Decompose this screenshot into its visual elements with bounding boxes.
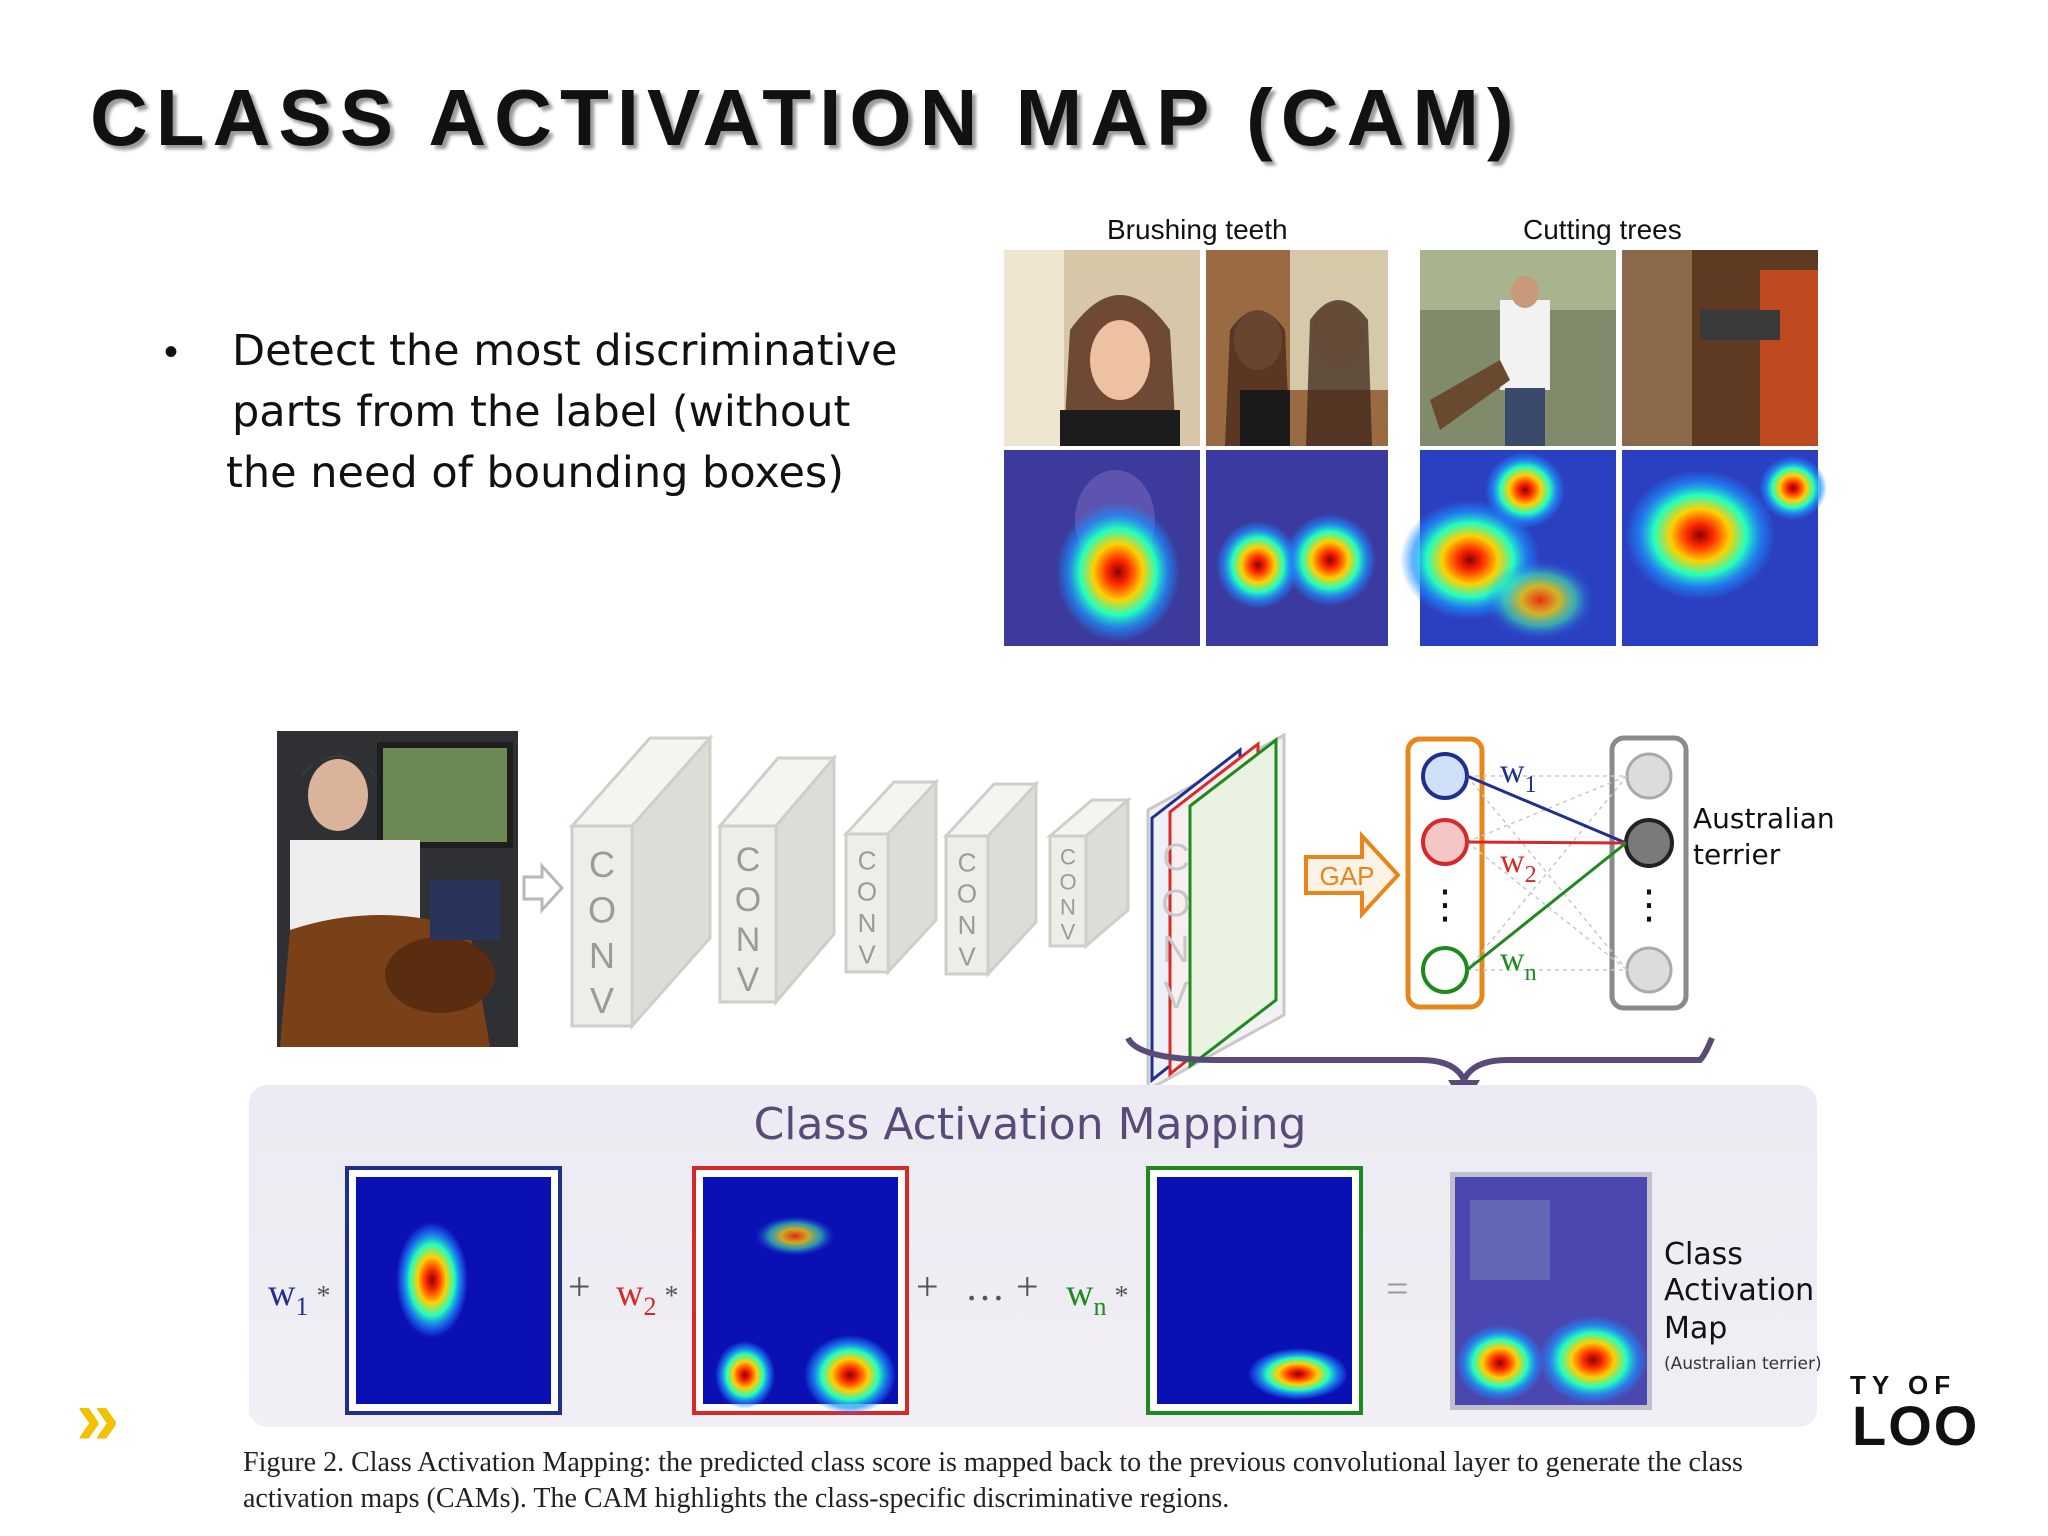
cam-panel-background (249, 1085, 1817, 1427)
slide-title: CLASS ACTIVATION MAP (CAM) (90, 73, 1522, 162)
bullet-text-line-3: the need of bounding boxes) (226, 448, 845, 498)
heatmap-brushing-1 (1004, 450, 1200, 646)
feature-conv-letter-v: V (1163, 975, 1189, 1017)
conv-label-letter: O (957, 879, 977, 909)
cam-plus-2: + (916, 1264, 939, 1309)
conv-block-front (844, 832, 890, 974)
bullet-marker: • (164, 330, 179, 374)
cam-result-note: (Australian terrier) (1664, 1354, 1822, 1374)
bullet-text-line-2: parts from the label (without (232, 387, 851, 437)
example-label-cutting-trees: Cutting trees (1523, 214, 1682, 245)
weight-label-n: wn (1500, 941, 1537, 986)
feature-conv-letter-c: C (1162, 837, 1189, 879)
weight-line-2 (1466, 840, 1627, 845)
photo-trees-2 (1622, 250, 1818, 446)
gap-node-dots: ⋮ (1425, 882, 1465, 928)
output-node-top (1625, 752, 1673, 800)
heatmap-trees-1 (1400, 450, 1616, 646)
conv-label-letter: O (588, 889, 616, 930)
feature-conv-letter-n: N (1162, 929, 1189, 971)
example-label-brushing-teeth: Brushing teeth (1107, 214, 1288, 245)
cam-weight-n: wn* (1066, 1272, 1128, 1321)
conv-block-front (944, 834, 990, 976)
gap-label: GAP (1320, 861, 1375, 891)
cam-plus-1: + (568, 1264, 591, 1309)
conv-label-letter: O (857, 877, 877, 907)
input-arrow (522, 862, 565, 914)
conv-label-letter: V (1061, 919, 1076, 944)
conv-label-letter: V (958, 941, 976, 971)
output-node-dots: ⋮ (1629, 882, 1669, 928)
conv-label-letter: O (1059, 869, 1076, 894)
cam-ellipsis: … (965, 1264, 1005, 1309)
feature-map-stack: C O N V (1146, 732, 1286, 1093)
conv-label-letter: N (958, 910, 977, 940)
gap-node-1 (1421, 752, 1469, 800)
conv-label-letter: C (736, 841, 761, 879)
photo-trees-1 (1420, 250, 1616, 446)
figure-caption: Figure 2. Class Activation Mapping: the … (243, 1447, 1743, 1514)
output-class-label-line-1: Australian (1693, 802, 1835, 835)
output-node-box (1609, 735, 1689, 1011)
bullet-text-line-1: Detect the most discriminative (232, 326, 898, 376)
university-name-bottom: LOO (1852, 1394, 1980, 1457)
cam-panel-title: Class Activation Mapping (754, 1099, 1307, 1150)
input-photo (277, 731, 518, 1047)
conv-label-letter: C (589, 844, 615, 885)
brace-arrow (1125, 1036, 1715, 1088)
conv-label-letter: V (590, 980, 614, 1021)
weight-line-1 (1466, 774, 1627, 845)
gap-node-2 (1421, 818, 1469, 866)
cam-map-2 (692, 1166, 909, 1415)
cam-map-1 (345, 1166, 562, 1415)
conv-label-letter: N (1060, 894, 1076, 919)
cam-plus-3: + (1016, 1264, 1039, 1309)
output-node-class (1624, 818, 1674, 868)
example-photo-grid (1004, 250, 1827, 646)
conv-label-letter: N (858, 908, 877, 938)
conv-block-front (570, 824, 634, 1028)
conv-label-letter: C (958, 847, 977, 877)
conv-label-letter: C (1060, 844, 1076, 869)
weight-line-n (1466, 841, 1627, 972)
cam-result-label-line-3: Map (1664, 1311, 1727, 1346)
cam-weight-1: w1* (268, 1272, 330, 1321)
cam-result-label-line-2: Activation (1664, 1273, 1814, 1308)
cam-weight-2: w2* (616, 1272, 678, 1321)
photo-brushing-1 (1004, 250, 1200, 446)
gap-node-n (1421, 946, 1469, 994)
cam-equals: = (1386, 1266, 1409, 1311)
feature-conv-letter-o: O (1161, 883, 1191, 925)
gap-arrow: GAP (1304, 830, 1401, 920)
weight-label-2: w2 (1500, 843, 1537, 888)
conv-label-letter: C (858, 845, 877, 875)
heatmap-brushing-2 (1206, 450, 1388, 646)
conv-block-front (718, 824, 778, 1004)
conv-label-letter: N (589, 935, 615, 976)
conv-label-letter: N (736, 921, 761, 959)
output-class-label-line-2: terrier (1693, 838, 1781, 871)
photo-brushing-2 (1206, 250, 1388, 446)
faint-connections (1466, 775, 1628, 971)
output-node-bottom (1625, 946, 1673, 994)
gap-node-box (1405, 736, 1485, 1010)
weight-label-1: w1 (1500, 753, 1537, 798)
conv-label-letter: V (737, 961, 760, 999)
conv-label-letter: O (735, 881, 761, 919)
heatmap-trees-2 (1622, 450, 1827, 646)
conv-label-letter: V (858, 939, 876, 969)
chevron-logo-icon: » (76, 1373, 120, 1461)
cam-result-label-line-1: Class (1664, 1237, 1743, 1272)
cam-result-image (1450, 1172, 1652, 1410)
conv-block-front (1048, 834, 1088, 948)
university-name-top: TY OF (1850, 1370, 1957, 1400)
cam-map-n (1146, 1166, 1363, 1415)
